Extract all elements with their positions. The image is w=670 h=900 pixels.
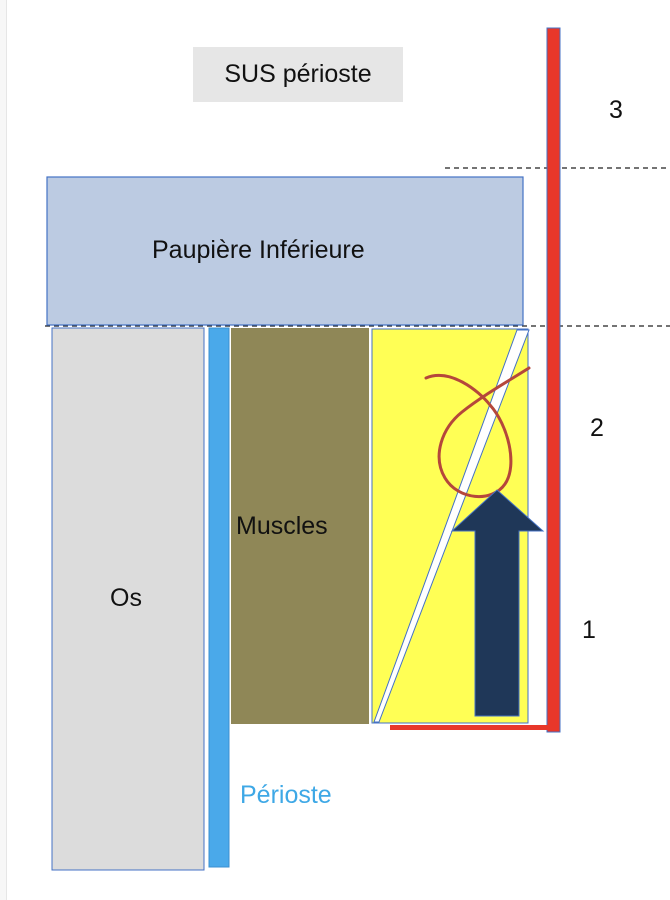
suture-loop [424,366,531,498]
bone-block [51,327,205,871]
title-label: SUS périoste [224,60,372,88]
red-vertical-line [546,27,561,733]
diagonal-slit [373,329,530,723]
eyelid-block [46,176,524,326]
zone-number-3: 3 [609,96,623,124]
red-base-line [390,725,556,730]
bone-label: Os [110,584,142,612]
zone-number-2: 2 [590,414,604,442]
muscles-block [231,328,369,724]
periosteum-strip [208,327,230,868]
title-box: SUS périoste [193,47,403,102]
periosteum-label: Périoste [240,781,332,809]
eyelid-label: Paupière Inférieure [152,236,365,264]
zone-number-1: 1 [582,616,596,644]
page-edge [0,0,7,900]
muscles-label: Muscles [236,512,328,540]
up-arrow [450,489,545,717]
